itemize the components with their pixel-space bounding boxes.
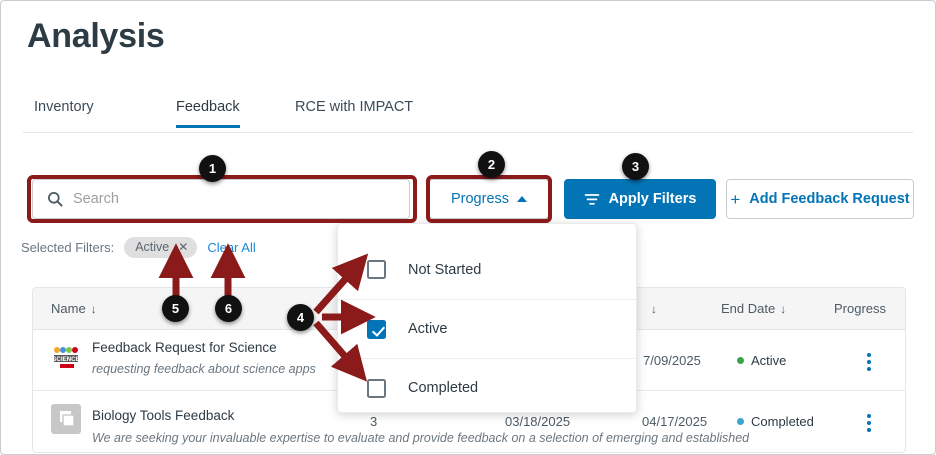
checkbox-not-started[interactable] [367,260,386,279]
annotation-badge-6: 6 [215,295,242,322]
generic-app-icon [51,404,81,434]
search-input[interactable]: Search [32,179,410,219]
menu-padding [338,224,636,240]
column-header-name[interactable]: Name↓ [51,301,97,316]
menu-item-label: Active [408,321,448,337]
chevron-up-icon [517,196,528,202]
row-menu-button[interactable] [867,414,871,432]
menu-item-active[interactable]: Active [338,299,636,358]
menu-item-not-started[interactable]: Not Started [338,240,636,299]
tab-inventory[interactable]: Inventory [34,99,94,115]
annotation-badge-3: 3 [622,153,649,180]
clear-all-link[interactable]: Clear All [207,239,256,255]
row-status-label: Completed [751,414,814,429]
apply-filters-label: Apply Filters [608,191,697,207]
row-status-label: Active [751,353,787,368]
selected-filters-label: Selected Filters: [21,239,115,255]
row-description: We are seeking your invaluable expertise… [92,431,750,445]
progress-filter-label: Progress [450,191,510,207]
column-header-progress[interactable]: Progress [834,301,887,316]
sort-arrow-icon: ↓ [780,302,787,316]
progress-filter-dropdown[interactable]: Progress [429,179,549,219]
tab-feedback[interactable]: Feedback [176,99,240,128]
row-name: Feedback Request for Science [92,340,277,355]
annotation-badge-1: 1 [199,155,226,182]
annotation-badge-2: 2 [478,151,505,178]
plus-icon: + [730,189,741,209]
search-placeholder: Search [73,191,119,207]
column-header-start-date[interactable]: ↓ [646,301,657,316]
filter-icon [584,193,599,205]
row-end-date: 7/09/2025 [643,353,701,368]
annotation-badge-5: 5 [162,295,189,322]
progress-filter-menu: Not Started Active Completed [337,223,637,413]
menu-item-label: Completed [408,380,479,396]
menu-item-label: Not Started [408,261,482,278]
svg-text:SCIENCE: SCIENCE [52,356,80,363]
status-dot-icon [737,357,744,364]
row-count: 3 [370,414,378,429]
status-dot-icon [737,418,744,425]
row-name: Biology Tools Feedback [92,408,235,423]
tab-rce-with-impact[interactable]: RCE with IMPACT [295,99,414,115]
menu-item-completed[interactable]: Completed [338,358,636,412]
sort-arrow-icon: ↓ [90,302,97,316]
search-icon [48,192,63,207]
checkbox-completed[interactable] [367,378,386,398]
science-app-icon: SCIENCE [51,343,81,373]
filter-pill-label: Active [135,240,170,254]
row-start-date: 03/18/2025 [505,414,571,429]
checkbox-active[interactable] [367,319,386,339]
row-end-date: 04/17/2025 [642,414,708,429]
selected-filters-bar: Selected Filters: Active ✕ Clear All [21,236,256,258]
row-status: Active [737,353,786,368]
tab-bar: Inventory Feedback RCE with IMPACT [23,99,913,133]
column-header-end-date[interactable]: End Date↓ [721,301,787,316]
row-status: Completed [737,414,814,429]
table-row[interactable]: Biology Tools Feedback We are seeking yo… [33,391,905,452]
annotation-badge-4: 4 [287,304,314,331]
filter-toolbar: Search Progress Apply Filters + Add Feed… [1,179,935,221]
add-feedback-request-label: Add Feedback Request [749,191,910,207]
page-title: Analysis [27,17,165,55]
row-menu-button[interactable] [867,353,871,371]
add-feedback-request-button[interactable]: + Add Feedback Request [726,179,914,219]
apply-filters-button[interactable]: Apply Filters [564,179,716,219]
filter-pill-active[interactable]: Active ✕ [124,236,198,258]
row-description: requesting feedback about science apps [92,362,316,376]
sort-arrow-icon: ↓ [651,302,657,316]
close-icon[interactable]: ✕ [178,240,189,254]
